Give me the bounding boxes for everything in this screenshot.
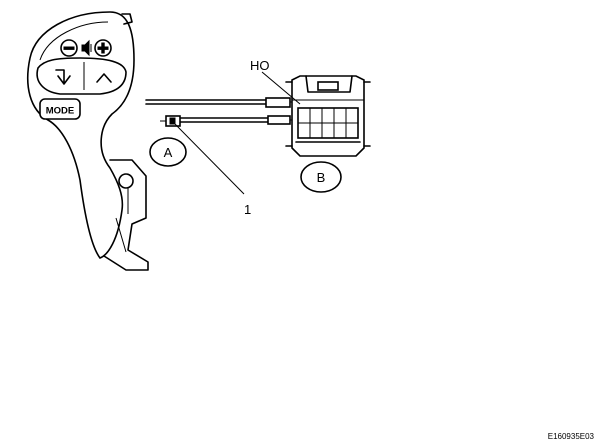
- callout-a-label: A: [164, 145, 173, 160]
- callout-ho-label: HO: [250, 58, 270, 73]
- callout-a: A: [149, 137, 187, 167]
- steering-pad-switch: MODE: [26, 11, 149, 271]
- volume-icon: [81, 39, 92, 57]
- mode-switch-label: MODE: [46, 106, 75, 117]
- volume-plus-button: [94, 39, 112, 57]
- volume-minus-button: [60, 39, 78, 57]
- figure-id: E160935E03: [548, 432, 595, 441]
- wire-harness: [145, 97, 298, 125]
- seek-up-icon: [96, 73, 112, 83]
- callout-part-1: 1: [174, 123, 251, 217]
- callout-ho: HO: [250, 58, 301, 105]
- callout-b: B: [300, 161, 342, 193]
- mounting-hole: [118, 173, 134, 189]
- terminal-a-connector: [160, 115, 181, 127]
- seek-button: [36, 57, 127, 95]
- seek-down-icon: [55, 69, 71, 85]
- callout-part-1-label: 1: [244, 202, 251, 217]
- connector-b: [285, 75, 371, 157]
- callout-b-label: B: [317, 170, 326, 185]
- mode-switch: MODE: [39, 98, 81, 120]
